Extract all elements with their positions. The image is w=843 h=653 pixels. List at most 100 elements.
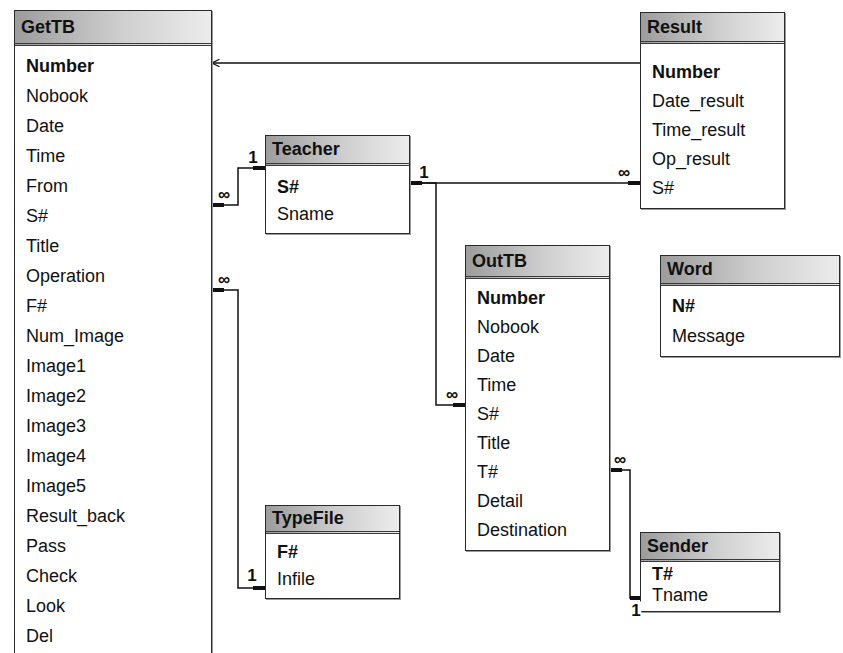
field-row: Number — [15, 51, 211, 81]
field-row: Pass — [15, 531, 211, 561]
field-name: From — [26, 171, 68, 201]
field-row: Tname — [641, 585, 779, 606]
join-stub — [253, 586, 265, 590]
field-name: Title — [26, 231, 59, 261]
relationship-line — [410, 183, 465, 405]
field-row: Op_result — [641, 145, 784, 174]
field-row: N# — [661, 291, 839, 321]
field-name: S# — [277, 174, 299, 201]
table-header: TypeFile — [266, 506, 399, 534]
field-name: Tname — [652, 585, 708, 606]
field-name: Message — [672, 321, 745, 351]
field-name: Time — [26, 141, 65, 171]
field-name: Nobook — [477, 313, 539, 342]
table-header: Sender — [641, 533, 779, 562]
field-name: N# — [672, 291, 695, 321]
field-list: N#Message — [661, 286, 839, 351]
field-name: Image3 — [26, 411, 86, 441]
join-stub — [212, 288, 224, 292]
field-row: Destination — [466, 516, 609, 545]
table-box: ResultNumberDate_resultTime_resultOp_res… — [640, 12, 785, 209]
field-name: Time — [477, 371, 516, 400]
relationship-line — [212, 168, 265, 205]
field-row: Image5 — [15, 471, 211, 501]
join-stub — [628, 181, 640, 185]
field-row: Date — [15, 111, 211, 141]
table-header: GetTB — [15, 11, 211, 46]
table-box: OutTBNumberNobookDateTimeS#TitleT#Detail… — [465, 245, 610, 551]
join-stub — [410, 181, 422, 185]
relationship-line — [410, 182, 640, 184]
field-row: Time — [15, 141, 211, 171]
join-stub — [610, 468, 622, 472]
field-row: F# — [15, 291, 211, 321]
field-row: Nobook — [466, 313, 609, 342]
field-name: Sname — [277, 201, 334, 228]
cardinality-mark: ∞ — [217, 186, 231, 203]
field-row: Result_back — [15, 501, 211, 531]
field-row: Detail — [466, 487, 609, 516]
cardinality-mark: 1 — [246, 567, 257, 584]
table-name: Result — [647, 13, 702, 41]
field-row: F# — [266, 539, 399, 566]
field-row: Image1 — [15, 351, 211, 381]
field-row: T# — [466, 458, 609, 487]
field-name: Op_result — [652, 145, 730, 174]
field-name: T# — [652, 564, 673, 585]
table-name: Word — [667, 256, 713, 283]
field-name: Check — [26, 561, 77, 591]
field-name: Number — [26, 51, 94, 81]
table-box: TeacherS#Sname — [265, 135, 410, 234]
field-name: Operation — [26, 261, 105, 291]
field-name: Destination — [477, 516, 567, 545]
field-name: T# — [477, 458, 498, 487]
field-name: Result_back — [26, 501, 125, 531]
field-row: Look — [15, 591, 211, 621]
field-row: Time — [466, 371, 609, 400]
field-row: Number — [466, 284, 609, 313]
relationship-line — [610, 470, 640, 598]
field-name: Infile — [277, 566, 315, 593]
field-name: Detail — [477, 487, 523, 516]
relationship-line — [212, 290, 265, 588]
table-box: GetTBNumberNobookDateTimeFromS#TitleOper… — [14, 10, 212, 653]
join-stub — [410, 181, 422, 185]
field-name: Image2 — [26, 381, 86, 411]
field-list: S#Sname — [266, 166, 409, 228]
field-name: Number — [652, 58, 720, 87]
field-row: Title — [15, 231, 211, 261]
join-stub — [212, 203, 224, 207]
field-row: Del — [15, 621, 211, 651]
table-header: Result — [641, 13, 784, 44]
field-name: F# — [277, 539, 298, 566]
field-row: Message — [661, 321, 839, 351]
field-row: Title — [466, 429, 609, 458]
field-row: Operation — [15, 261, 211, 291]
field-row: Num_Image — [15, 321, 211, 351]
cardinality-mark: 1 — [630, 602, 641, 619]
field-list: NumberNobookDateTimeFromS#TitleOperation… — [15, 46, 211, 651]
table-name: GetTB — [21, 11, 75, 43]
cardinality-mark: ∞ — [617, 164, 631, 181]
field-row: Check — [15, 561, 211, 591]
field-row: From — [15, 171, 211, 201]
table-header: Teacher — [266, 136, 409, 166]
table-box: WordN#Message — [660, 255, 840, 357]
table-name: Sender — [647, 533, 708, 559]
field-name: Time_result — [652, 116, 745, 145]
relationship-line — [212, 62, 640, 64]
field-row: S# — [641, 174, 784, 203]
table-header: Word — [661, 256, 839, 286]
field-name: Number — [477, 284, 545, 313]
cardinality-mark: 1 — [247, 149, 258, 166]
table-header: OutTB — [466, 246, 609, 279]
field-name: Image1 — [26, 351, 86, 381]
field-row: S# — [266, 174, 409, 201]
table-name: OutTB — [472, 246, 527, 276]
field-name: Look — [26, 591, 65, 621]
field-row: S# — [466, 400, 609, 429]
cardinality-mark: ∞ — [613, 451, 627, 468]
field-name: Pass — [26, 531, 66, 561]
